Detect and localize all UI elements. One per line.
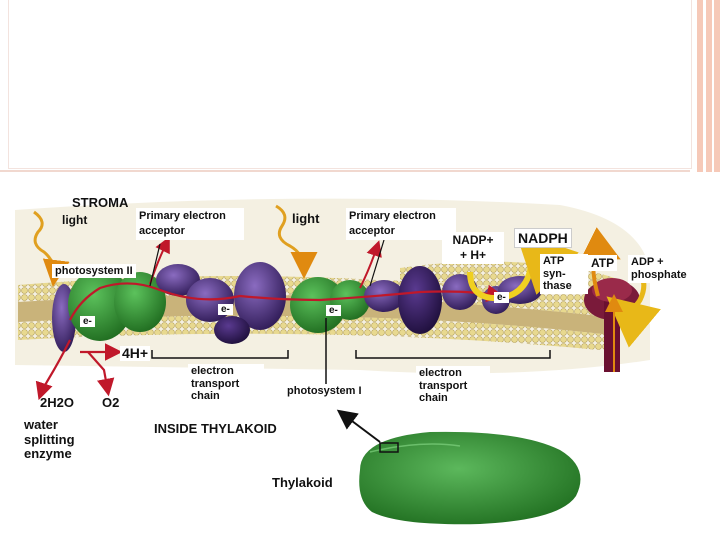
atp-synthase-label: ATP syn- thase (540, 254, 588, 294)
inside-thylakoid-label: INSIDE THYLAKOID (154, 421, 277, 436)
adp-phosphate-label: ADP + phosphate (628, 255, 704, 284)
water-splitting-enzyme-label: water splitting enzyme (24, 417, 75, 462)
light-label-1: light (62, 213, 88, 227)
etc-bracket-1 (151, 350, 289, 359)
electron-label-1: e- (80, 316, 95, 327)
electron-to-acceptor-2 (359, 240, 382, 289)
photosystem-ii-label: photosystem II (52, 264, 136, 278)
slide-title-area (8, 0, 692, 169)
thylakoid-label: Thylakoid (272, 475, 333, 490)
nadph-label: NADPH (514, 228, 572, 248)
electron-label-4: e- (494, 292, 509, 303)
cytochrome-complex (186, 262, 286, 344)
light-arrow-1 (33, 210, 70, 287)
photosystem-i-label: photosystem I (284, 384, 365, 398)
o2-arrow (87, 351, 115, 397)
light-label-2: light (292, 211, 320, 226)
light-arrow-2 (275, 204, 318, 279)
four-h-plus-label: 4H+ (120, 345, 151, 362)
electron-path (69, 282, 505, 321)
nadph-cycle-arrow (467, 231, 579, 302)
atp-label: ATP (588, 255, 618, 271)
nadp-label-line2: + H+ (459, 248, 486, 262)
thylakoid-zoom-arrow (336, 409, 381, 443)
primary-acceptor-label-1: Primary electron acceptor (136, 208, 244, 240)
primary-acceptor-label-2: Primary electron acceptor (346, 208, 456, 240)
etc-label-2: electron transport chain (416, 366, 490, 406)
etc-label-1: electron transport chain (188, 364, 264, 404)
electron-label-3: e- (326, 305, 341, 316)
thylakoid-disk (359, 431, 581, 525)
decor-strip-right (714, 0, 720, 172)
electron-label-2: e- (218, 304, 233, 315)
two-h2o-label: 2H2O (40, 395, 74, 410)
etc-bracket-2 (355, 350, 551, 359)
o2-label: O2 (102, 395, 120, 410)
title-divider (0, 170, 690, 172)
acceptor-1-pointer (149, 243, 161, 287)
nadp-label: NADP+ + H+ (442, 232, 504, 264)
water-arrow-in (35, 339, 71, 401)
nadp-label-line1: NADP+ (452, 233, 494, 247)
stroma-label: STROMA (72, 195, 129, 210)
acceptor-2-pointer (369, 239, 385, 287)
decor-strip-left (697, 0, 703, 172)
decor-strip-mid (706, 0, 712, 172)
